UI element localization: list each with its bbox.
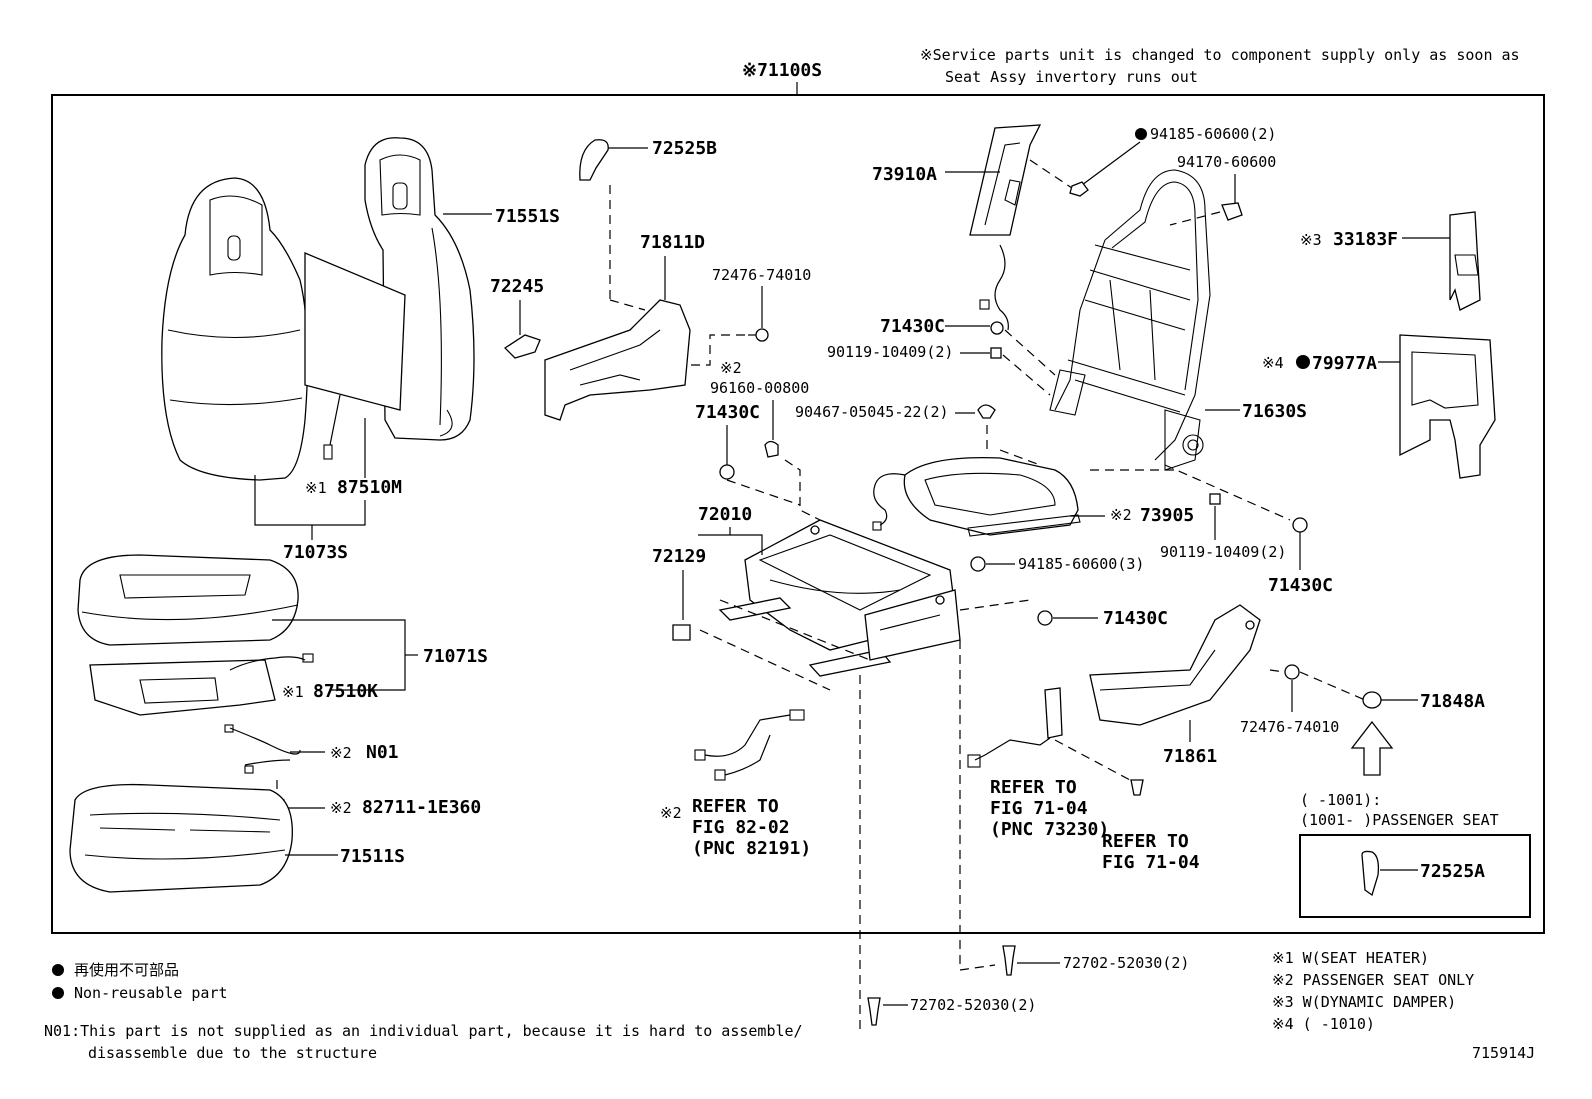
mark-33183F: ※3: [1300, 231, 1322, 249]
label-71430C-b[interactable]: 71430C: [880, 316, 945, 337]
label-71071S[interactable]: 71071S: [423, 646, 488, 667]
label-73910A[interactable]: 73910A: [872, 164, 937, 185]
mark-82711: ※2: [330, 799, 352, 817]
label-72010[interactable]: 72010: [698, 504, 752, 525]
cover-72525A-drawing[interactable]: [1361, 850, 1380, 897]
passenger-range-line1: ( -1001):: [1300, 791, 1381, 809]
label-73905[interactable]: 73905: [1140, 505, 1194, 526]
seatback-heater-drawing[interactable]: [304, 252, 406, 460]
side-shield-71861-drawing[interactable]: [1089, 604, 1261, 726]
legend-nonreusable-en: Non-reusable part: [74, 984, 228, 1002]
assembly-label[interactable]: ※71100S: [742, 60, 822, 81]
ref-fig7104a-line2[interactable]: FIG 71-04: [990, 798, 1088, 819]
cushion-heater-drawing[interactable]: [89, 653, 314, 716]
label-72702-b[interactable]: 72702-52030(2): [910, 996, 1036, 1014]
passenger-box: [1299, 834, 1531, 918]
ref-fig82-line1[interactable]: REFER TO: [692, 796, 779, 817]
label-94185-2[interactable]: 94185-60600(2): [1150, 125, 1276, 143]
label-71551S[interactable]: 71551S: [495, 206, 560, 227]
cover-72525B-drawing[interactable]: [579, 139, 609, 181]
ref-fig82-line2[interactable]: FIG 82-02: [692, 817, 790, 838]
assembly-frame: [51, 94, 1545, 934]
mark-87510M: ※1: [305, 479, 327, 497]
label-82711[interactable]: 82711-1E360: [362, 797, 481, 818]
passenger-range-line2: (1001- )PASSENGER SEAT: [1300, 811, 1499, 829]
wire-n01-drawing[interactable]: [224, 724, 301, 774]
ref-fig7104a-line3[interactable]: (PNC 73230): [990, 819, 1109, 840]
label-33183F[interactable]: 33183F: [1333, 229, 1398, 250]
label-72702-a[interactable]: 72702-52030(2): [1063, 954, 1189, 972]
label-71511S[interactable]: 71511S: [340, 846, 405, 867]
ref-fig7104b-line1[interactable]: REFER TO: [1102, 831, 1189, 852]
mark-N01: ※2: [330, 744, 352, 762]
label-94185-3[interactable]: 94185-60600(3): [1018, 555, 1144, 573]
legend-nonreusable-jp: 再使用不可部品: [74, 961, 179, 979]
lever-72245-drawing[interactable]: [503, 334, 541, 359]
side-shield-71811D-drawing[interactable]: [544, 299, 691, 421]
up-arrow-icon: [1350, 720, 1394, 776]
buckle-73230-drawing[interactable]: [967, 687, 1063, 768]
label-90119-a[interactable]: 90119-10409(2): [827, 343, 953, 361]
damper-79977A-drawing[interactable]: [1399, 334, 1496, 479]
label-71430C-c[interactable]: 71430C: [1268, 575, 1333, 596]
legend-dot-en: [52, 987, 64, 999]
label-94170[interactable]: 94170-60600: [1177, 153, 1276, 171]
mark-96160: ※2: [720, 359, 742, 377]
label-96160[interactable]: 96160-00800: [710, 379, 809, 397]
cushion-frame-73905-drawing[interactable]: [872, 456, 1081, 537]
airbag-73910A-drawing[interactable]: [969, 124, 1042, 331]
nonreusable-dot-94185-2: [1135, 128, 1147, 140]
seat-track-drawing[interactable]: [718, 519, 961, 677]
label-87510K[interactable]: 87510K: [313, 681, 378, 702]
mark-73905: ※2: [1110, 506, 1132, 524]
figure-id: 715914J: [1472, 1044, 1535, 1062]
footnote-2: ※2 PASSENGER SEAT ONLY: [1272, 971, 1474, 989]
label-72245[interactable]: 72245: [490, 276, 544, 297]
legend-n01-line2: disassemble due to the structure: [88, 1044, 377, 1062]
label-N01[interactable]: N01: [366, 742, 399, 763]
label-72525B[interactable]: 72525B: [652, 138, 717, 159]
mark-fig82: ※2: [660, 804, 682, 822]
label-72129[interactable]: 72129: [652, 546, 706, 567]
label-72525A[interactable]: 72525A: [1420, 861, 1485, 882]
cushion-cover-drawing[interactable]: [77, 554, 299, 646]
ref-fig82-line3[interactable]: (PNC 82191): [692, 838, 811, 859]
screw-72476-a-drawing[interactable]: [748, 328, 769, 342]
label-90119-b[interactable]: 90119-10409(2): [1160, 543, 1286, 561]
seatback-frame-drawing[interactable]: [1049, 169, 1211, 471]
service-note-line1: ※Service parts unit is changed to compon…: [920, 46, 1520, 64]
label-71861[interactable]: 71861: [1163, 746, 1217, 767]
label-71430C-d[interactable]: 71430C: [1103, 608, 1168, 629]
label-72476-a[interactable]: 72476-74010: [712, 266, 811, 284]
label-71848A[interactable]: 71848A: [1420, 691, 1485, 712]
label-79977A[interactable]: 79977A: [1312, 353, 1377, 374]
legend-n01-line1: N01:This part is not supplied as an indi…: [44, 1022, 803, 1040]
label-71630S[interactable]: 71630S: [1242, 401, 1307, 422]
label-90467[interactable]: 90467-05045-22(2): [795, 403, 949, 421]
ref-fig7104a-line1[interactable]: REFER TO: [990, 777, 1077, 798]
ref-fig7104b-line2[interactable]: FIG 71-04: [1102, 852, 1200, 873]
seatback-cover-drawing[interactable]: [161, 177, 309, 481]
mark-79977A: ※4: [1262, 354, 1284, 372]
footnote-1: ※1 W(SEAT HEATER): [1272, 949, 1429, 967]
damper-33183F-drawing[interactable]: [1449, 211, 1481, 311]
label-87510M[interactable]: 87510M: [337, 477, 402, 498]
footnote-3: ※3 W(DYNAMIC DAMPER): [1272, 993, 1456, 1011]
label-71430C-a[interactable]: 71430C: [695, 402, 760, 423]
service-note-line2: Seat Assy invertory runs out: [945, 68, 1198, 86]
legend-dot-jp: [52, 964, 64, 976]
nonreusable-dot-79977A: [1296, 355, 1310, 369]
footnote-4: ※4 ( -1010): [1272, 1015, 1375, 1033]
harness-82191-drawing[interactable]: [694, 709, 805, 781]
label-72476-b[interactable]: 72476-74010: [1240, 718, 1339, 736]
cushion-pad-drawing[interactable]: [69, 783, 293, 893]
label-71811D[interactable]: 71811D: [640, 232, 705, 253]
label-71073S[interactable]: 71073S: [283, 542, 348, 563]
mark-87510K: ※1: [282, 683, 304, 701]
